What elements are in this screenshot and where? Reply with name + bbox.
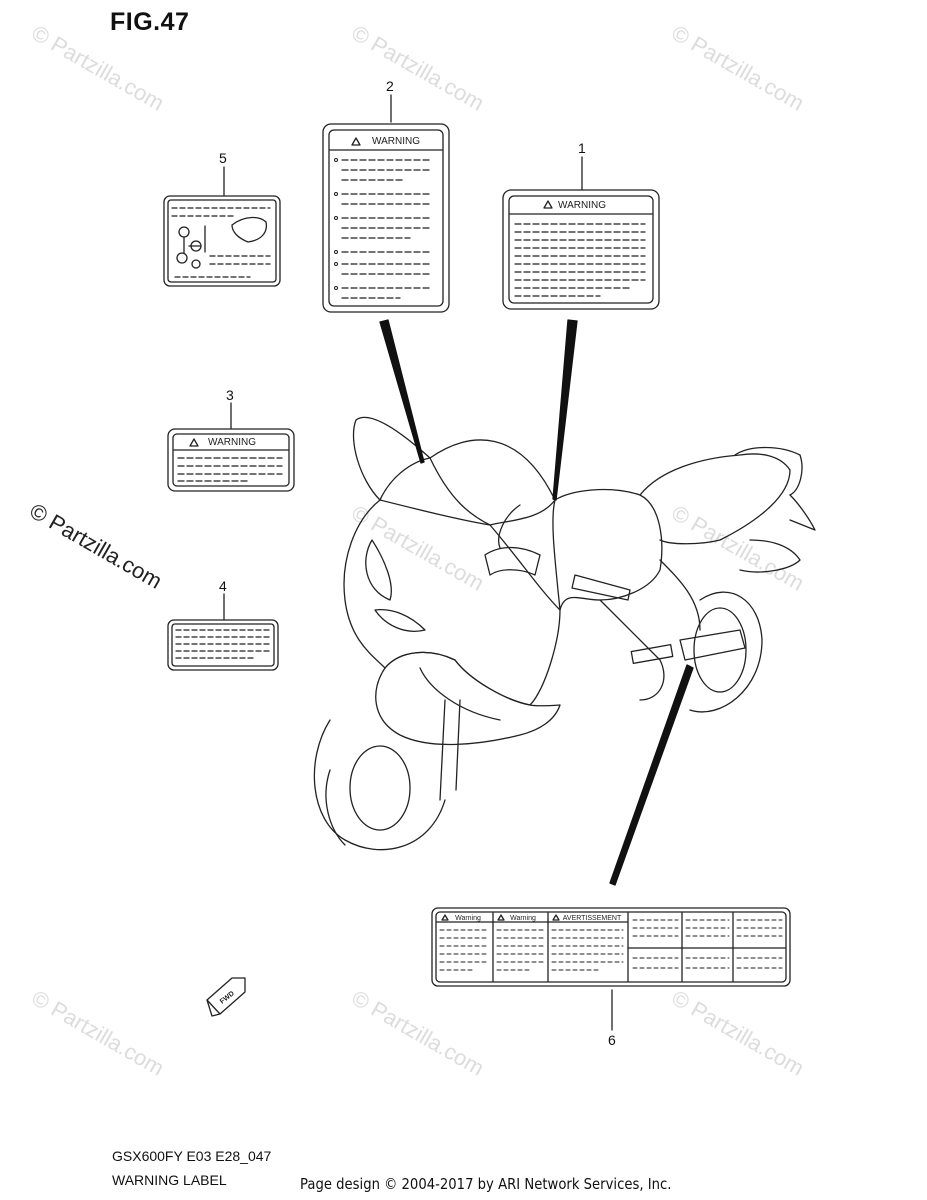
label-6-warning-text-1: Warning (455, 915, 481, 922)
label-2-warning-text: WARNING (372, 136, 420, 147)
callout-1: 1 (578, 140, 586, 156)
callout-3: 3 (226, 387, 234, 403)
pointer-arrows (379, 319, 694, 886)
label-1-warning-text: WARNING (558, 200, 606, 211)
leader-lines (223, 94, 613, 1031)
label-4 (167, 619, 279, 671)
label-2 (322, 123, 450, 313)
label-5 (163, 195, 281, 287)
callout-4: 4 (219, 578, 227, 594)
label-6 (431, 907, 791, 987)
callout-2: 2 (386, 78, 394, 94)
callout-6: 6 (608, 1032, 616, 1048)
copyright-notice: Page design © 2004-2017 by ARI Network S… (300, 1175, 672, 1193)
fwd-text: FWD (219, 990, 236, 1005)
callout-5: 5 (219, 150, 227, 166)
label-6-avertissement-text: AVERTISSEMENT (563, 915, 622, 922)
diagram-code: GSX600FY E03 E28_047 (112, 1148, 272, 1164)
fwd-arrow-icon (206, 977, 246, 1017)
figure-title: FIG.47 (110, 8, 190, 36)
motorcycle-drawing (313, 416, 816, 851)
label-3-warning-text: WARNING (208, 437, 256, 448)
label-1 (502, 189, 660, 310)
label-6-warning-text-2: Warning (510, 915, 536, 922)
label-3 (167, 428, 295, 492)
diagram-name: WARNING LABEL (112, 1172, 227, 1188)
